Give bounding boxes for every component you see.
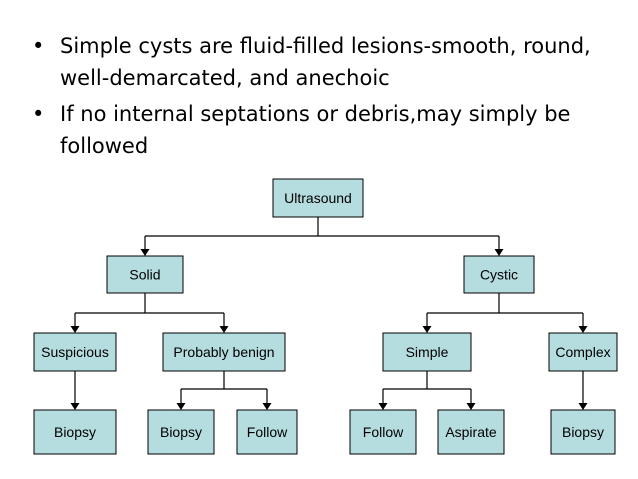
node-label: Biopsy [562,424,604,440]
bullet-text: If no internal septations or debris,may … [60,102,571,158]
node-label: Solid [129,267,160,283]
arrow-head-icon [219,326,229,333]
node-biopsy: Biopsy [33,409,117,455]
connectors [70,217,588,410]
arrow-head-icon [378,403,388,410]
arrow-head-icon [578,326,588,333]
arrow-head-icon [176,403,186,410]
node-cystic: Cystic [463,255,535,294]
node-biopsy: Biopsy [147,409,215,455]
node-follow: Follow [349,409,417,455]
node-aspirate: Aspirate [437,409,505,455]
node-label: Follow [363,424,404,440]
node-solid: Solid [106,255,184,294]
node-label: Complex [555,344,610,360]
arrow-head-icon [494,249,504,256]
node-suspicious: Suspicious [33,332,117,372]
node-label: Cystic [480,267,518,283]
node-biopsy: Biopsy [550,409,616,455]
node-label: Probably benign [173,344,274,360]
node-label: Ultrasound [284,190,352,206]
arrow-head-icon [140,249,150,256]
bullet-list: • Simple cysts are fluid-filled lesions-… [28,30,628,166]
node-complex: Complex [548,332,618,372]
arrow-head-icon [422,326,432,333]
node-label: Simple [406,344,449,360]
node-label: Follow [247,424,288,440]
arrow-head-icon [70,403,80,410]
node-simple: Simple [382,332,472,372]
node-label: Biopsy [160,424,202,440]
node-label: Suspicious [41,344,109,360]
bullet-dot-icon: • [32,34,45,58]
node-label: Aspirate [445,424,497,440]
node-ultrasound: Ultrasound [272,178,364,218]
bullet-text: Simple cysts are fluid-filled lesions-sm… [60,34,591,90]
node-follow: Follow [236,409,298,455]
arrow-head-icon [262,403,272,410]
bullet-item: • Simple cysts are fluid-filled lesions-… [28,30,628,94]
arrow-head-icon [70,326,80,333]
node-label: Biopsy [54,424,96,440]
bullet-item: • If no internal septations or debris,ma… [28,98,628,162]
node-probably-benign: Probably benign [162,332,286,372]
bullet-dot-icon: • [32,102,45,126]
arrow-head-icon [578,403,588,410]
arrow-head-icon [466,403,476,410]
